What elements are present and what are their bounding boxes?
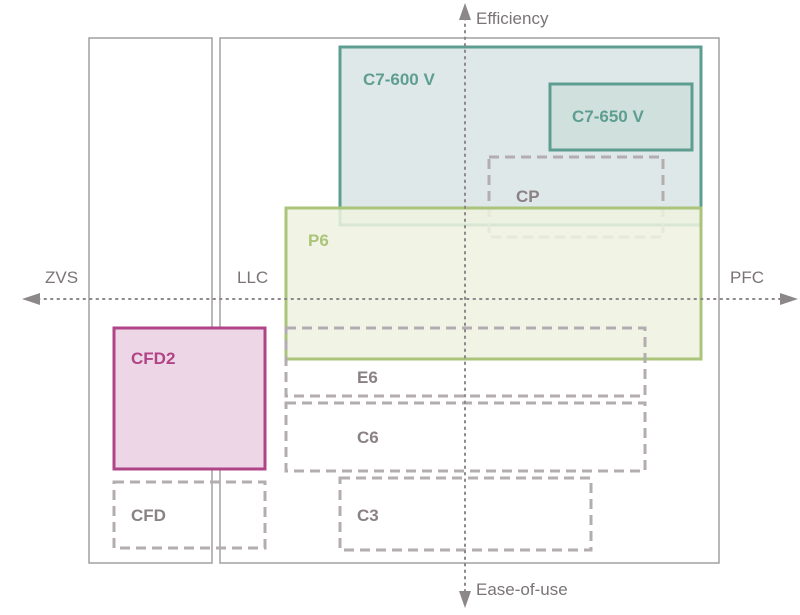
arrow-up-icon bbox=[459, 3, 471, 20]
axis-label-llc: LLC bbox=[237, 268, 268, 287]
axis-label-ease-of-use: Ease-of-use bbox=[476, 580, 568, 599]
label-c7-650v: C7-650 V bbox=[572, 107, 644, 126]
arrow-right-icon bbox=[780, 293, 798, 305]
label-c3: C3 bbox=[357, 506, 379, 525]
region-cfd2 bbox=[112, 326, 267, 471]
label-cfd2: CFD2 bbox=[131, 349, 175, 368]
label-cp: CP bbox=[516, 187, 540, 206]
region-c7-650v bbox=[548, 82, 694, 152]
axis-label-pfc: PFC bbox=[730, 268, 764, 287]
arrow-left-icon bbox=[22, 293, 40, 305]
arrow-down-icon bbox=[459, 591, 471, 608]
region-p6 bbox=[284, 206, 703, 361]
region-e6 bbox=[284, 326, 647, 398]
llc-frame bbox=[219, 37, 720, 564]
label-e6: E6 bbox=[357, 368, 378, 387]
axis-label-efficiency: Efficiency bbox=[476, 9, 549, 28]
label-c7-600v: C7-600 V bbox=[363, 70, 435, 89]
region-c3 bbox=[338, 476, 593, 552]
zvs-frame bbox=[88, 37, 213, 564]
axis-label-zvs: ZVS bbox=[45, 268, 78, 287]
label-c6: C6 bbox=[357, 428, 379, 447]
label-cfd: CFD bbox=[131, 506, 166, 525]
label-p6: P6 bbox=[308, 231, 329, 250]
region-cfd bbox=[112, 480, 267, 550]
